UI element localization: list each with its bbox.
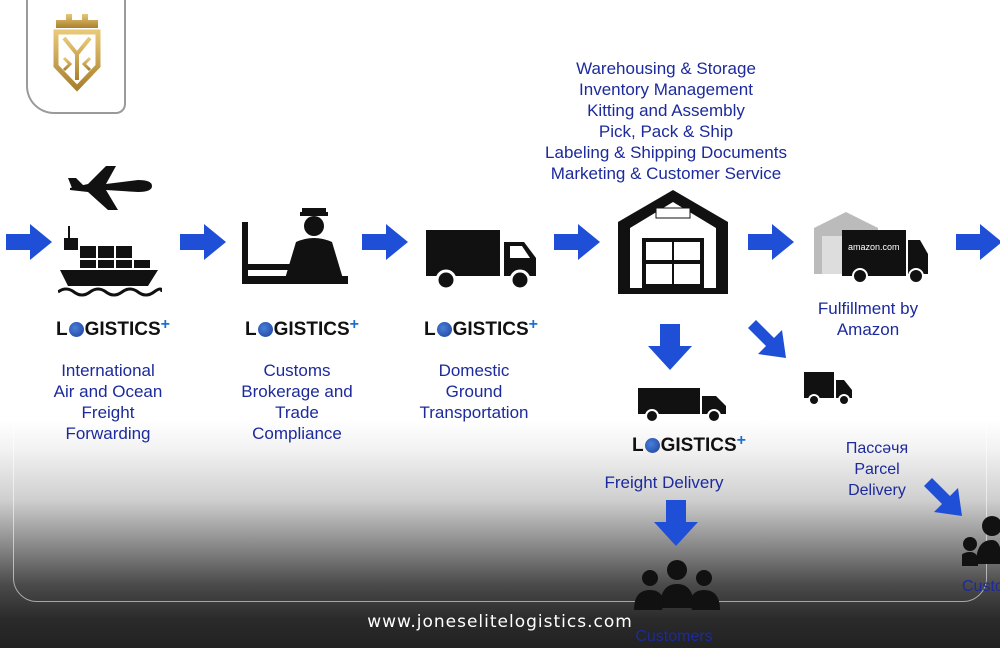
ship-icon bbox=[58, 226, 162, 297]
crest-logo-icon bbox=[53, 14, 101, 92]
arrow-down-icon bbox=[648, 324, 692, 370]
footer-website-url[interactable]: www.joneselitelogistics.com bbox=[367, 612, 633, 632]
arrow-right-icon bbox=[6, 224, 52, 260]
label-international: International Air and Ocean Freight Forw… bbox=[53, 361, 163, 443]
label-amazon: Fulfillment by Amazon bbox=[817, 299, 919, 339]
svg-text:amazon.com: amazon.com bbox=[848, 242, 900, 252]
label-customs: Customs Brokerage and Trade Compliance bbox=[241, 361, 353, 443]
warehouse-services-list: Warehousing & Storage Inventory Manageme… bbox=[545, 59, 787, 183]
plane-icon bbox=[68, 166, 152, 210]
customers-icon bbox=[634, 560, 720, 610]
label-domestic: Domestic Ground Transportation bbox=[419, 361, 529, 422]
truck-icon bbox=[426, 230, 536, 291]
customs-officer-icon bbox=[242, 208, 348, 284]
company-logo-tab[interactable] bbox=[26, 0, 126, 114]
customers-icon bbox=[962, 516, 1000, 566]
arrow-diagonal-icon bbox=[924, 478, 962, 516]
amazon-truck-icon: amazon.com bbox=[814, 212, 928, 284]
label-freight-delivery: Freight Delivery bbox=[604, 473, 724, 492]
arrow-right-icon bbox=[956, 224, 1000, 260]
arrow-diagonal-icon bbox=[748, 320, 786, 358]
label-customers-right: Custo bbox=[962, 578, 1000, 595]
freight-truck-icon bbox=[638, 388, 726, 423]
label-customers: Customers bbox=[635, 628, 713, 645]
arrow-right-icon bbox=[748, 224, 794, 260]
parcel-van-icon bbox=[804, 372, 852, 406]
arrow-right-icon bbox=[362, 224, 408, 260]
label-parcel-delivery: Пaccǝчя Parcel Delivery bbox=[845, 440, 909, 499]
warehouse-icon bbox=[618, 190, 728, 294]
arrow-down-icon bbox=[654, 500, 698, 546]
arrow-right-icon bbox=[180, 224, 226, 260]
arrow-right-icon bbox=[554, 224, 600, 260]
rounded-frame bbox=[13, 0, 987, 602]
